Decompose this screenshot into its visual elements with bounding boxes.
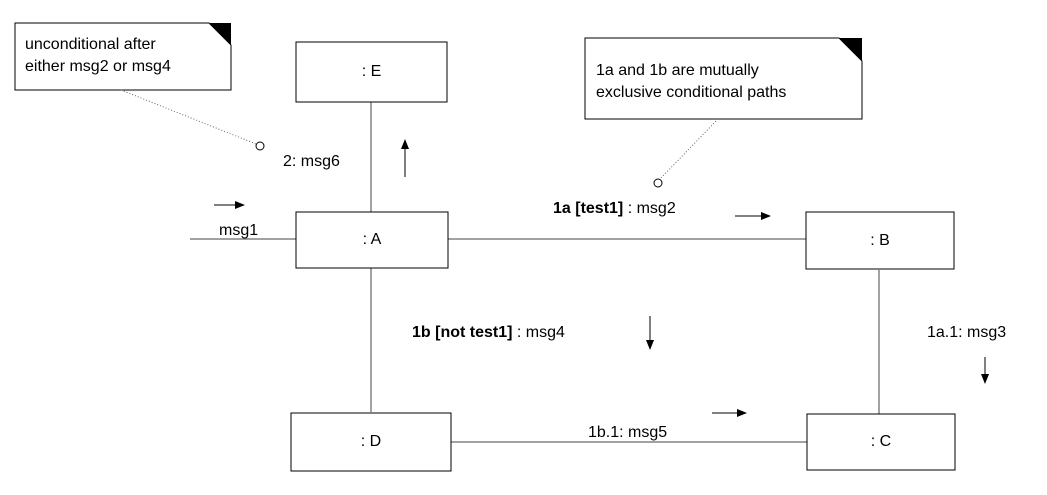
- message-msg5: 1b.1: msg5: [588, 424, 668, 441]
- note-left-line2: either msg2 or msg4: [25, 58, 171, 75]
- object-a-box[interactable]: [295, 211, 449, 269]
- object-c-label: : C: [870, 433, 892, 450]
- object-e-box[interactable]: [295, 41, 448, 103]
- message-msg6: 2: msg6: [283, 153, 340, 170]
- message-msg2-sequence: 1a [test1]: [553, 200, 624, 217]
- object-a-label: : A: [362, 231, 382, 248]
- object-d-label: : D: [360, 433, 382, 450]
- note-right-line2: exclusive conditional paths: [596, 84, 787, 101]
- note-right-line1: 1a and 1b are mutually: [596, 62, 759, 79]
- note-left-text: unconditional after either msg2 or msg4: [25, 34, 171, 78]
- note-left: [14, 22, 265, 151]
- message-msg4-name: : msg4: [512, 324, 565, 341]
- message-msg1: msg1: [219, 222, 259, 239]
- object-b-label: : B: [870, 231, 890, 249]
- object-c-box[interactable]: [806, 413, 956, 471]
- message-msg4-sequence: 1b [not test1]: [412, 324, 513, 341]
- object-b-box[interactable]: [805, 211, 955, 270]
- message-msg4: 1b [not test1] : msg4: [412, 325, 565, 341]
- message-msg2: 1a [test1] : msg2: [553, 201, 676, 217]
- message-msg3: 1a.1: msg3: [927, 324, 1007, 341]
- message-msg2-name: : msg2: [623, 200, 676, 217]
- object-e-label: : E: [361, 63, 382, 80]
- note-left-line1: unconditional after: [25, 36, 156, 53]
- object-d-box[interactable]: [290, 412, 452, 472]
- note-right-text: 1a and 1b are mutually exclusive conditi…: [596, 60, 786, 104]
- note-right: [584, 37, 863, 188]
